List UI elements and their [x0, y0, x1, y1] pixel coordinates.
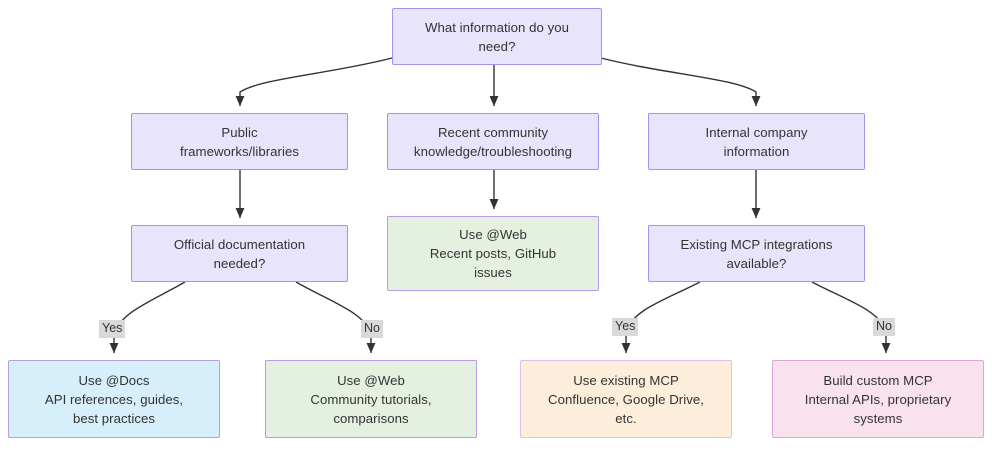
node-use-docs[interactable]: Use @Docs API references, guides, best p…	[8, 360, 220, 438]
edge-official-docs-yes	[109, 281, 186, 354]
node-existing-mcp-integrations[interactable]: Existing MCP integrations available?	[648, 225, 865, 282]
node-recent-community[interactable]: Recent community knowledge/troubleshooti…	[387, 113, 599, 170]
edge-label-existing-mcp-yes: Yes	[612, 318, 639, 336]
node-use-web-recent-posts[interactable]: Use @Web Recent posts, GitHub issues	[387, 216, 599, 291]
node-root[interactable]: What information do you need?	[392, 8, 602, 65]
node-use-existing-mcp[interactable]: Use existing MCP Confluence, Google Driv…	[520, 360, 732, 438]
node-internal-company[interactable]: Internal company information	[648, 113, 865, 170]
node-public-frameworks[interactable]: Public frameworks/libraries	[131, 113, 348, 170]
node-build-custom-mcp[interactable]: Build custom MCP Internal APIs, propriet…	[772, 360, 984, 438]
edge-label-official-docs-yes: Yes	[99, 320, 126, 338]
edge-root-to-public	[235, 57, 393, 107]
node-official-documentation-needed[interactable]: Official documentation needed?	[131, 225, 348, 282]
edge-official-docs-no	[295, 281, 376, 354]
node-use-web-community-tutorials[interactable]: Use @Web Community tutorials, comparison…	[265, 360, 477, 438]
edge-label-official-docs-no: No	[361, 320, 383, 338]
edge-root-to-internal	[600, 57, 761, 107]
edge-label-existing-mcp-no: No	[873, 318, 895, 336]
